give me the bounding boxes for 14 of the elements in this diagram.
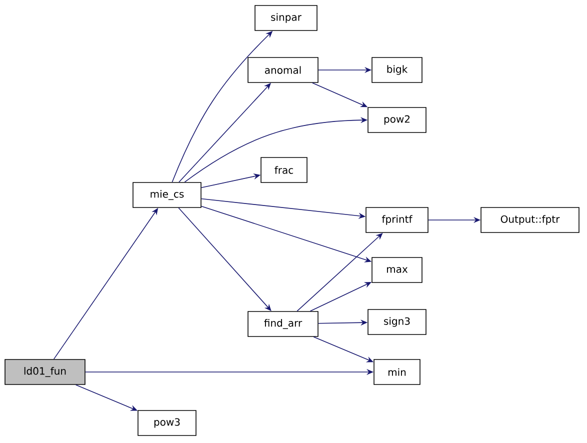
function-box: ld01_fun bbox=[4, 359, 86, 385]
function-box: anomal bbox=[248, 57, 318, 83]
function-box: pow2 bbox=[368, 107, 426, 133]
function-box: sign3 bbox=[368, 309, 426, 335]
function-box: bigk bbox=[372, 57, 422, 83]
function-box: frac bbox=[260, 157, 308, 183]
function-box: Output::fptr bbox=[480, 207, 580, 233]
function-box: pow3 bbox=[138, 410, 196, 436]
function-box: find_arr bbox=[248, 311, 318, 337]
function-box: mie_cs bbox=[132, 182, 202, 208]
function-box: sinpar bbox=[254, 5, 318, 31]
function-box: fprintf bbox=[366, 207, 428, 233]
function-box: min bbox=[374, 359, 420, 385]
function-box: max bbox=[372, 257, 422, 283]
